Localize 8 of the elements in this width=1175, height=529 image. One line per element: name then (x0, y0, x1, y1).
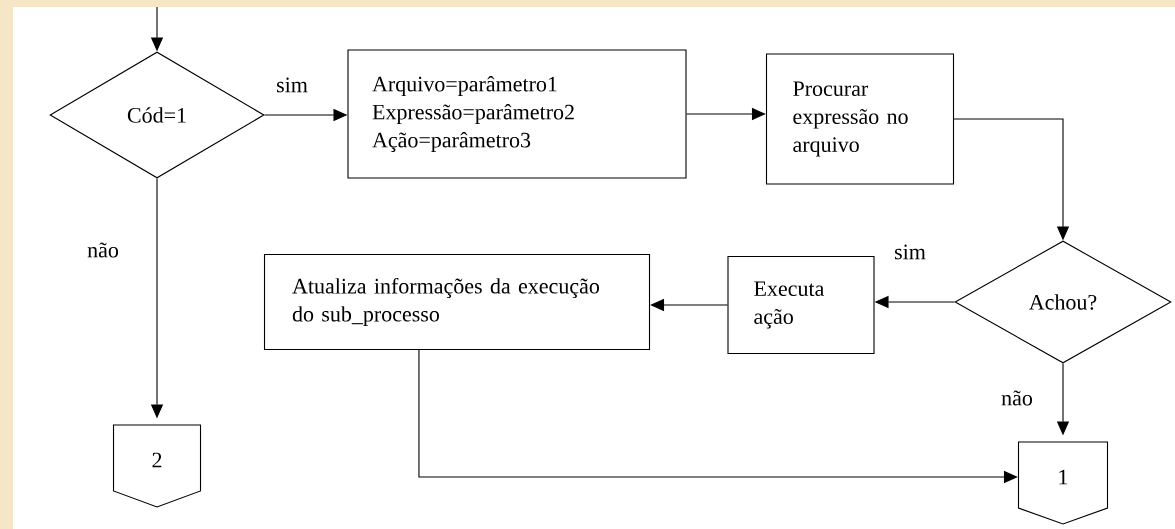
off-page-connector: 1 (1017, 441, 1109, 525)
process-box: Atualiza informações da execução do sub_processo (263, 253, 651, 351)
process-box: Executa ação (727, 255, 875, 355)
edge-label: não (86, 241, 120, 259)
edge-label: não (1000, 389, 1034, 407)
process-box: Procurar expressão no arquivo (765, 53, 955, 185)
process-box: Arquivo=parâmetro1 Expressão=parâmetro2 Ação=parâmetro3 (347, 49, 687, 179)
off-page-connector: 2 (112, 424, 202, 508)
